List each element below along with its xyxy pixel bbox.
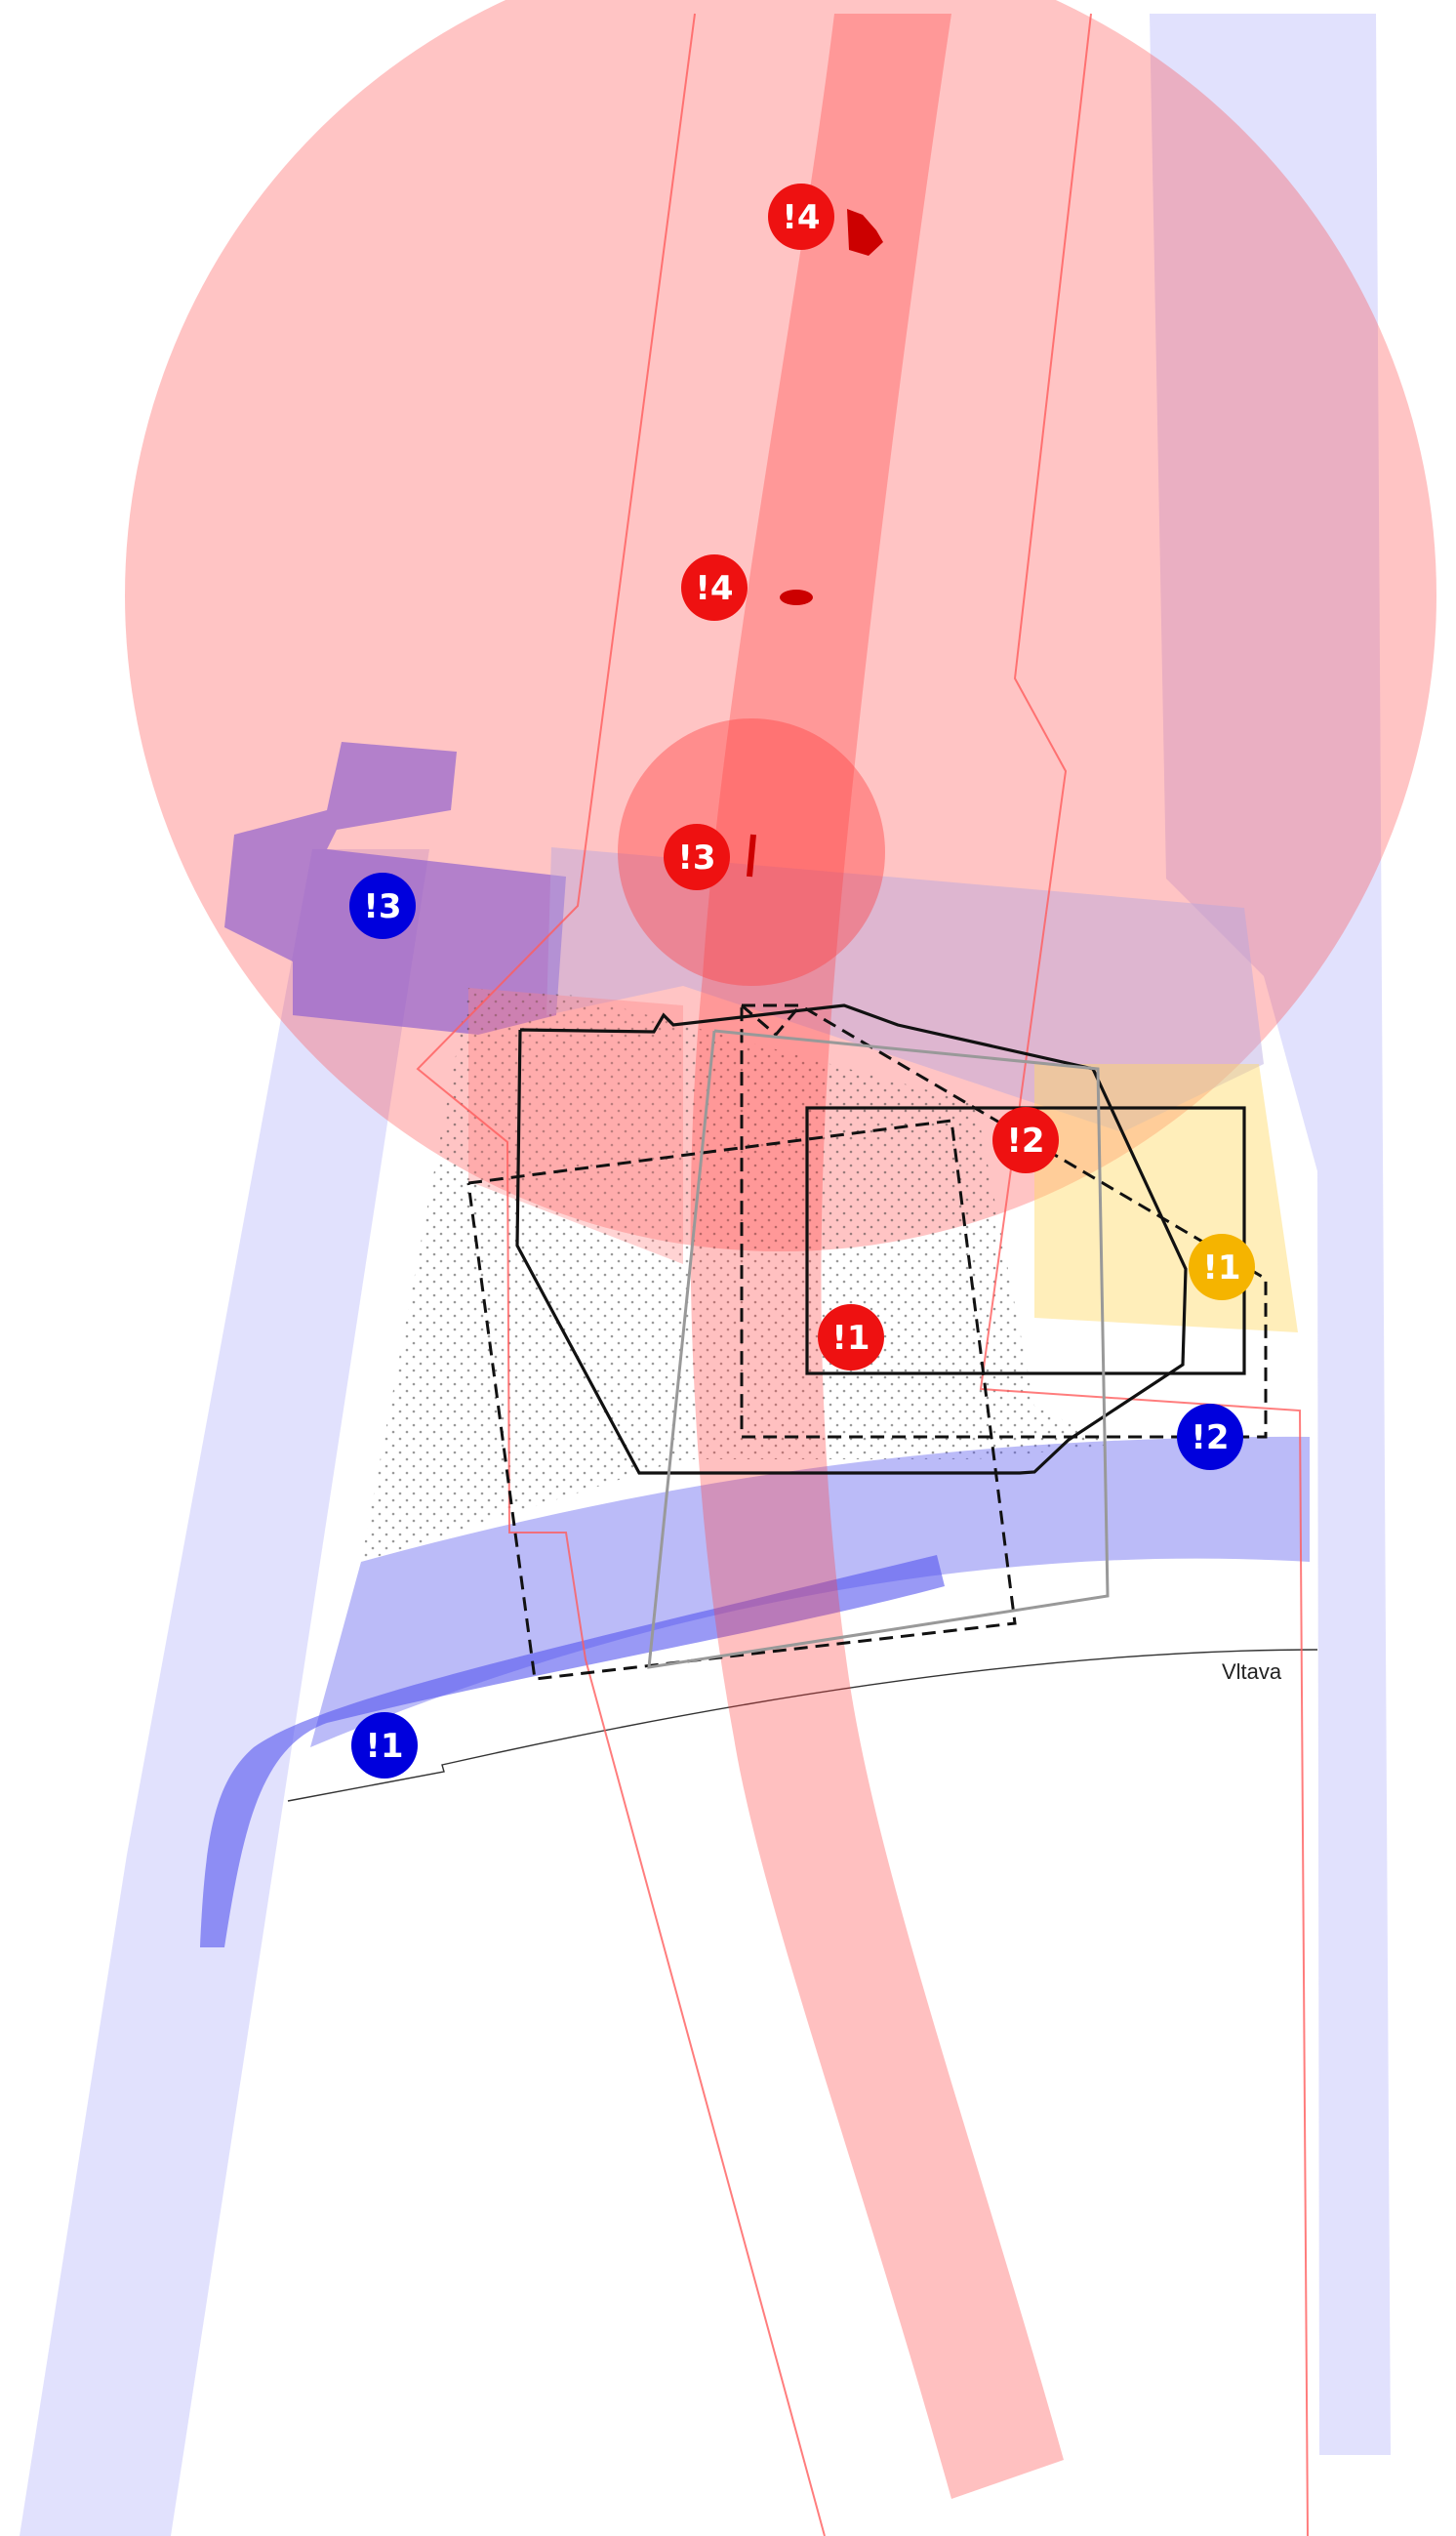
red-road-band	[690, 14, 1064, 2499]
black-dashed-boundary-a	[466, 1119, 1017, 1681]
blue-marker-1[interactable]: !1	[351, 1712, 418, 1779]
red-marker-4-top[interactable]: !4	[768, 184, 834, 250]
black-solid-boundary	[515, 1003, 1188, 1475]
dotted-area	[361, 988, 1112, 1562]
svg-text:!3: !3	[677, 839, 715, 878]
svg-text:!1: !1	[365, 1727, 403, 1766]
river-label: Vltava	[1222, 1659, 1282, 1684]
red-hazard-mark-top	[847, 209, 883, 256]
blue-marker-3[interactable]: !3	[349, 873, 416, 939]
purple-zone-strip	[546, 847, 1264, 1132]
red-pale-area	[468, 988, 683, 1264]
yellow-marker-1[interactable]: !1	[1189, 1234, 1255, 1300]
grey-boundary	[647, 1029, 1110, 1669]
red-boundary-line-right	[979, 13, 1309, 2536]
red-hazard-mark-middle	[780, 590, 813, 605]
svg-text:!1: !1	[831, 1319, 870, 1358]
svg-text:!1: !1	[1202, 1248, 1240, 1288]
black-dashed-boundary-b	[740, 1003, 1268, 1439]
red-marker-3[interactable]: !3	[664, 824, 730, 890]
red-hazard-mark-line	[747, 834, 756, 878]
red-boundary-line-left	[416, 13, 826, 2536]
yellow-zone	[1034, 1064, 1298, 1332]
svg-text:!3: !3	[363, 887, 401, 926]
svg-text:!4: !4	[782, 198, 820, 237]
svg-text:!2: !2	[1006, 1122, 1044, 1161]
red-marker-1[interactable]: !1	[818, 1304, 884, 1370]
red-marker-2[interactable]: !2	[992, 1107, 1059, 1173]
blue-marker-2[interactable]: !2	[1177, 1404, 1243, 1470]
svg-text:!4: !4	[695, 569, 733, 608]
red-marker-4-middle[interactable]: !4	[681, 554, 748, 621]
black-dashed-diagonal	[741, 1003, 802, 1038]
river-shoreline	[287, 1649, 1318, 1802]
blue-zone-channel	[200, 1555, 945, 1947]
svg-text:!2: !2	[1191, 1418, 1229, 1457]
pale-blue-corridor-left	[20, 849, 429, 2536]
pale-blue-corridor-right	[1150, 14, 1391, 2455]
